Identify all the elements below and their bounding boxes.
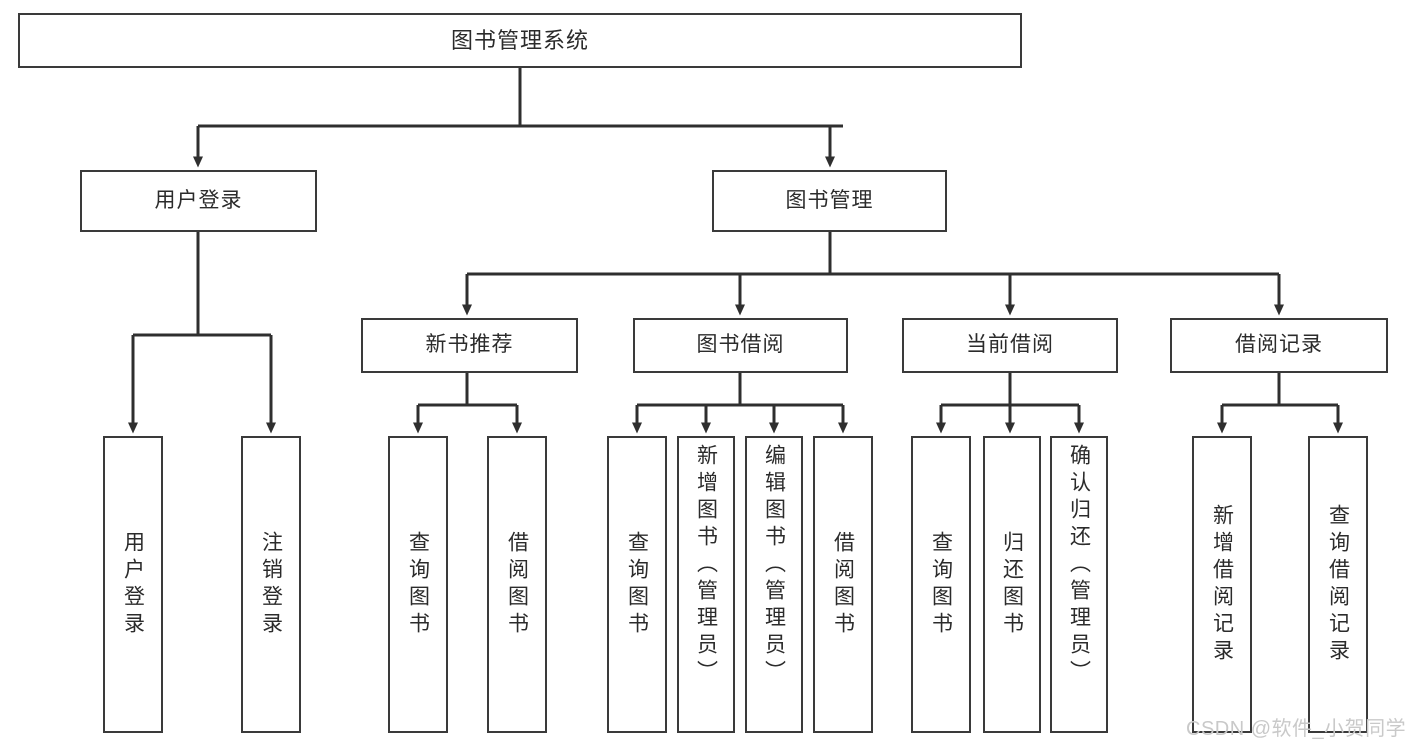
leaf-borrow-book-recommend-label: 借阅图书 — [505, 530, 529, 639]
leaf-query-book-borrow[interactable]: 查询图书 — [607, 436, 667, 733]
leaf-return-book-label: 归还图书 — [1000, 530, 1024, 639]
node-book-borrow[interactable]: 图书借阅 — [633, 318, 848, 373]
csdn-watermark: CSDN @软件_小贺同学 — [1186, 718, 1405, 740]
leaf-query-book-current-label: 查询图书 — [929, 530, 953, 639]
leaf-user-login[interactable]: 用户登录 — [103, 436, 163, 733]
node-new-book-recommend-label: 新书推荐 — [425, 333, 514, 357]
leaf-add-borrow-record-label: 新增借阅记录 — [1210, 503, 1234, 666]
leaf-query-book-recommend-label: 查询图书 — [406, 530, 430, 639]
leaf-confirm-return-admin[interactable]: 确认归还（管理员） — [1050, 436, 1108, 733]
leaf-user-login-label: 用户登录 — [121, 530, 145, 639]
leaf-edit-book-admin-label: 编辑图书（管理员） — [762, 444, 786, 687]
leaf-borrow-book-recommend[interactable]: 借阅图书 — [487, 436, 547, 733]
leaf-query-book-borrow-label: 查询图书 — [625, 530, 649, 639]
leaf-query-book-current[interactable]: 查询图书 — [911, 436, 971, 733]
node-borrow-records[interactable]: 借阅记录 — [1170, 318, 1388, 373]
leaf-confirm-return-admin-label: 确认归还（管理员） — [1067, 444, 1091, 687]
node-current-borrow[interactable]: 当前借阅 — [902, 318, 1118, 373]
leaf-logout-label: 注销登录 — [259, 530, 283, 639]
node-borrow-records-label: 借阅记录 — [1235, 333, 1323, 357]
leaf-add-book-admin[interactable]: 新增图书（管理员） — [677, 436, 735, 733]
node-book-management[interactable]: 图书管理 — [712, 170, 947, 232]
leaf-return-book[interactable]: 归还图书 — [983, 436, 1041, 733]
leaf-add-borrow-record[interactable]: 新增借阅记录 — [1192, 436, 1252, 733]
leaf-query-borrow-record-label: 查询借阅记录 — [1326, 503, 1350, 666]
node-root[interactable]: 图书管理系统 — [18, 13, 1022, 68]
leaf-add-book-admin-label: 新增图书（管理员） — [694, 444, 718, 687]
node-current-borrow-label: 当前借阅 — [966, 333, 1054, 357]
node-user-login-label: 用户登录 — [154, 188, 243, 212]
node-book-borrow-label: 图书借阅 — [696, 333, 785, 357]
leaf-query-borrow-record[interactable]: 查询借阅记录 — [1308, 436, 1368, 733]
leaf-borrow-book[interactable]: 借阅图书 — [813, 436, 873, 733]
leaf-borrow-book-label: 借阅图书 — [831, 530, 855, 639]
node-new-book-recommend[interactable]: 新书推荐 — [361, 318, 578, 373]
node-user-login[interactable]: 用户登录 — [80, 170, 317, 232]
leaf-edit-book-admin[interactable]: 编辑图书（管理员） — [745, 436, 803, 733]
node-root-label: 图书管理系统 — [450, 27, 589, 53]
node-book-management-label: 图书管理 — [785, 188, 874, 212]
leaf-logout[interactable]: 注销登录 — [241, 436, 301, 733]
leaf-query-book-recommend[interactable]: 查询图书 — [388, 436, 448, 733]
